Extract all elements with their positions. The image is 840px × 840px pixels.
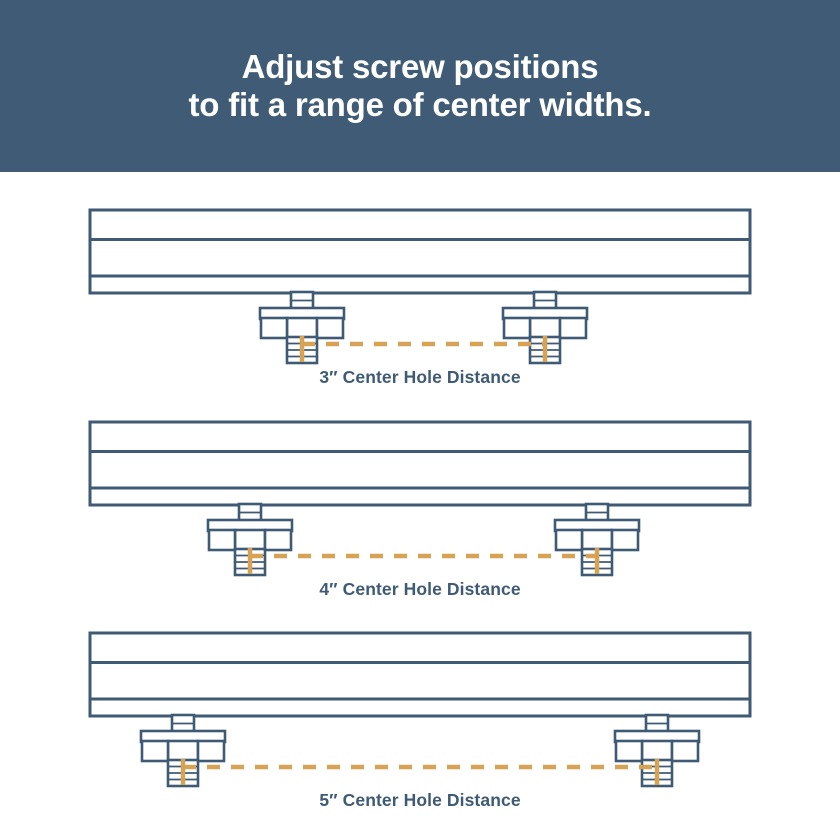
screw-shaft xyxy=(640,758,674,788)
screw-nut-right xyxy=(196,739,226,763)
screw-assembly[interactable] xyxy=(501,290,589,365)
diagram-3in-label: 3″ Center Hole Distance xyxy=(319,367,521,387)
screw-neck xyxy=(170,713,196,734)
screw-neck xyxy=(237,502,263,523)
screw-washer-plate xyxy=(206,518,294,533)
screw-nut-center xyxy=(528,316,562,340)
screw-assembly[interactable] xyxy=(258,290,346,365)
screw-neck xyxy=(584,502,610,523)
screw-nut-left xyxy=(614,739,644,763)
screw-shaft xyxy=(285,335,319,365)
screw-assembly[interactable] xyxy=(139,713,227,788)
screw-nut-center xyxy=(285,316,319,340)
screw-washer-plate xyxy=(139,729,227,744)
screw-nut-right xyxy=(263,528,293,552)
dimension-line-group xyxy=(180,759,660,785)
rail-outline xyxy=(88,420,752,507)
screw-washer-plate xyxy=(613,729,701,744)
header-title-line-2: to fit a range of center widths. xyxy=(188,86,652,123)
screw-shaft xyxy=(166,758,200,788)
screw-assembly[interactable] xyxy=(613,713,701,788)
rail xyxy=(88,631,752,718)
screw-shaft xyxy=(580,547,614,577)
rail xyxy=(88,420,752,507)
screw-nut-right xyxy=(558,316,588,340)
screw-washer-plate xyxy=(553,518,641,533)
screw-nut-right xyxy=(670,739,700,763)
screw-nut-left xyxy=(259,316,289,340)
screw-assembly[interactable] xyxy=(553,502,641,577)
screw-assembly[interactable] xyxy=(206,502,294,577)
screw-washer-plate xyxy=(258,306,346,321)
screw-nut-center xyxy=(580,528,614,552)
rail-outline xyxy=(88,208,752,295)
screw-washer-plate xyxy=(501,306,589,321)
rail-outline xyxy=(88,631,752,718)
diagram-4in-label: 4″ Center Hole Distance xyxy=(319,579,521,599)
screw-shaft xyxy=(528,335,562,365)
screw-nut-center xyxy=(166,739,200,763)
screw-nut-left xyxy=(502,316,532,340)
header-banner: Adjust screw positions to fit a range of… xyxy=(0,0,840,172)
diagram-5in-label: 5″ Center Hole Distance xyxy=(319,790,521,810)
dimension-line-group xyxy=(299,336,548,362)
header-title-line-1: Adjust screw positions xyxy=(241,48,599,85)
screw-shaft xyxy=(233,547,267,577)
screw-nut-center xyxy=(640,739,674,763)
screw-nut-center xyxy=(233,528,267,552)
screw-neck xyxy=(532,290,558,311)
dimension-line-group xyxy=(247,548,600,574)
rail xyxy=(88,208,752,295)
screw-neck xyxy=(644,713,670,734)
screw-nut-right xyxy=(315,316,345,340)
screw-nut-left xyxy=(140,739,170,763)
screw-nut-left xyxy=(554,528,584,552)
screw-nut-right xyxy=(610,528,640,552)
screw-nut-left xyxy=(207,528,237,552)
screw-neck xyxy=(289,290,315,311)
